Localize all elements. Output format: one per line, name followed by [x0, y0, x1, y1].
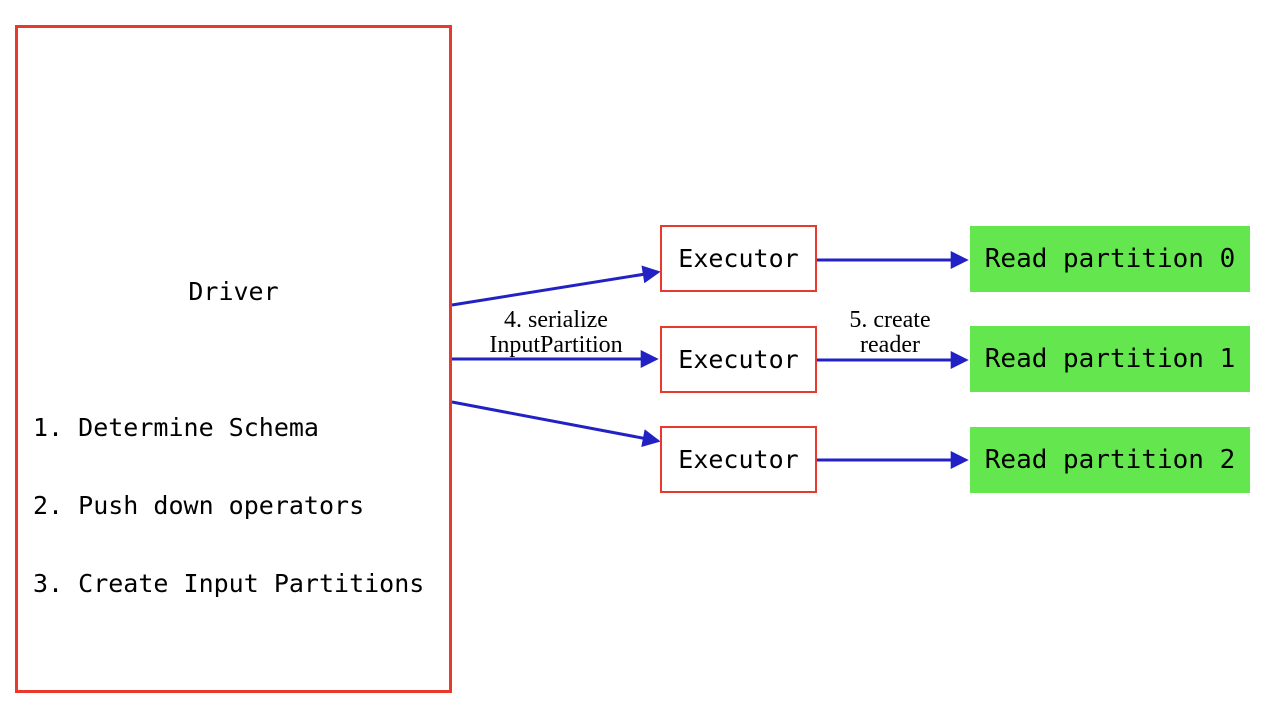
- read-partition-label: Read partition 2: [984, 445, 1236, 475]
- read-partition-label: Read partition 1: [984, 344, 1236, 374]
- driver-step: 3. Create Input Partitions: [33, 569, 425, 598]
- executor-label: Executor: [678, 445, 799, 474]
- arrow-driver-to-executor-0: [451, 265, 661, 307]
- driver-node: [15, 25, 452, 693]
- executor-label: Executor: [678, 345, 799, 374]
- read-partition-label: Read partition 0: [984, 244, 1236, 274]
- edge-label-serialize: 4. serialize InputPartition: [446, 308, 666, 358]
- executor-node-2: Executor: [660, 426, 817, 493]
- edge-label-line: 4. serialize: [504, 307, 608, 333]
- executor-node-1: Executor: [660, 326, 817, 393]
- driver-steps-list: 1. Determine Schema 2. Push down operato…: [33, 363, 424, 649]
- arrow-driver-to-executor-2: [451, 400, 661, 447]
- driver-title: Driver: [188, 277, 279, 306]
- read-partition-node-1: Read partition 1: [970, 326, 1250, 392]
- executor-node-0: Executor: [660, 225, 817, 292]
- edge-label-line: 5. create: [849, 307, 931, 333]
- driver-step: 1. Determine Schema: [33, 413, 319, 442]
- driver-step: 2. Push down operators: [33, 491, 365, 520]
- edge-label-line: InputPartition: [489, 332, 623, 358]
- read-partition-node-2: Read partition 2: [970, 427, 1250, 493]
- read-partition-node-0: Read partition 0: [970, 226, 1250, 292]
- edge-label-line: reader: [860, 332, 920, 358]
- executor-label: Executor: [678, 244, 799, 273]
- edge-label-create-reader: 5. create reader: [810, 308, 970, 358]
